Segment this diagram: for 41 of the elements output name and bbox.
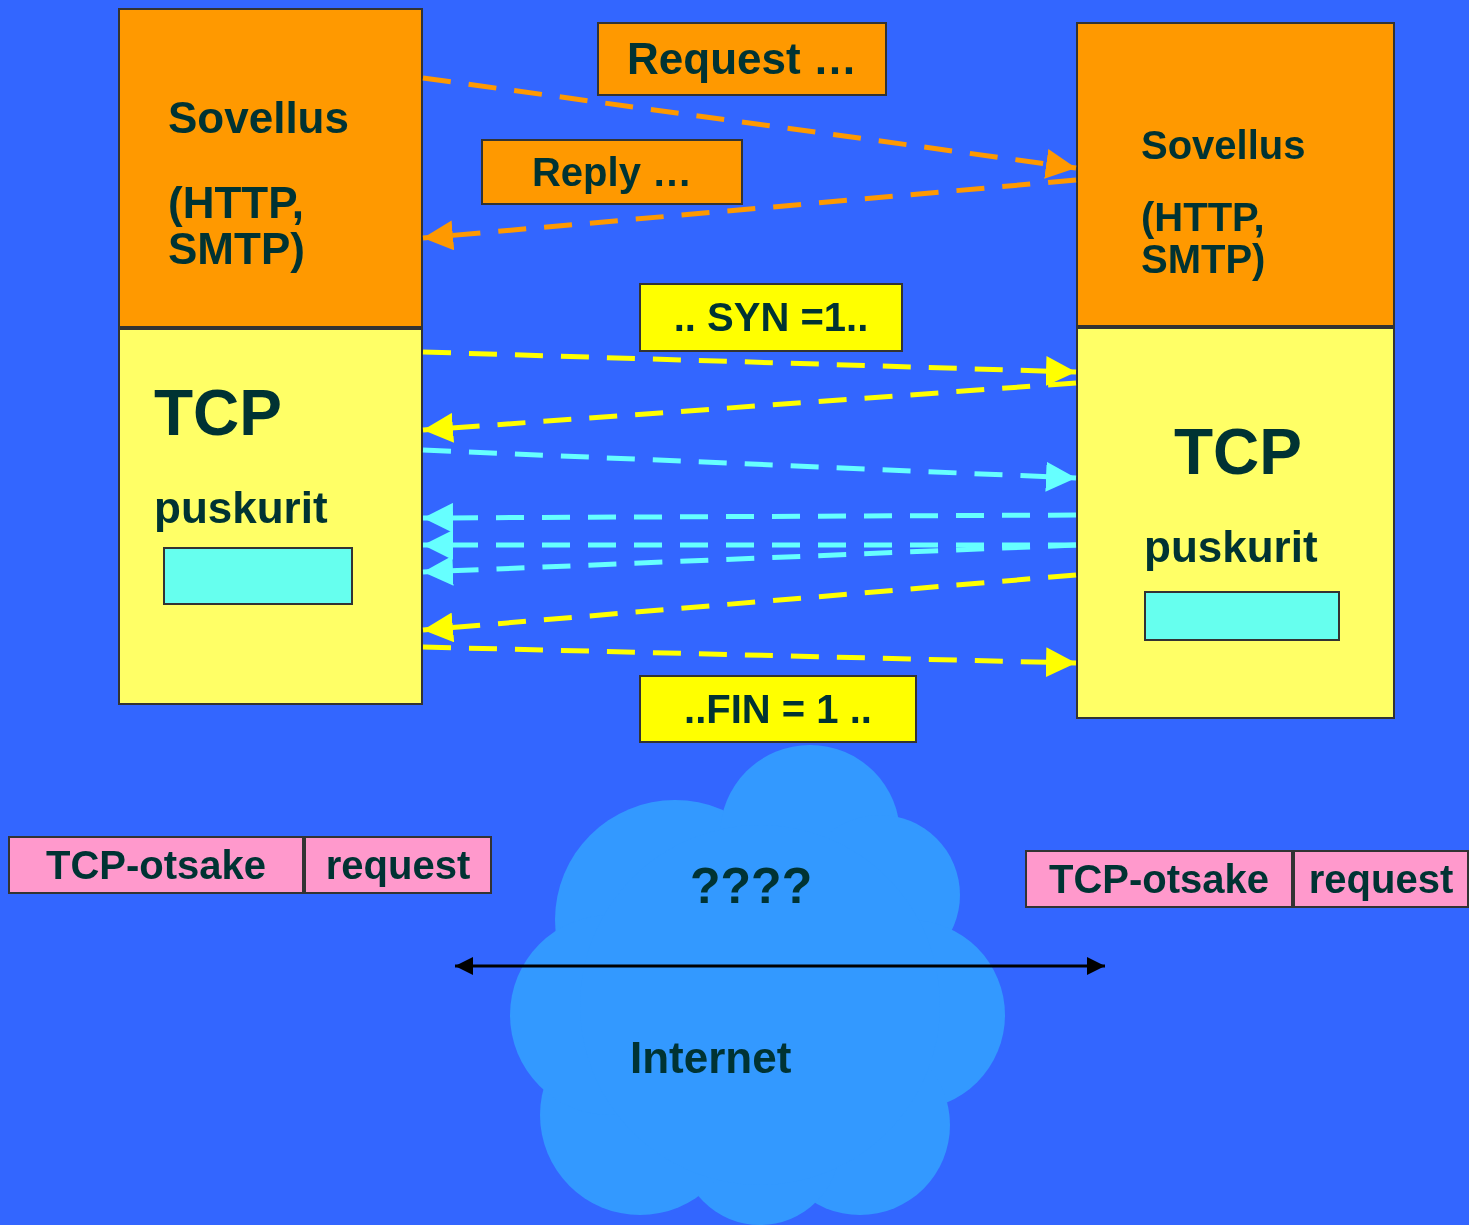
layer-subtitle: (HTTP, SMTP) xyxy=(168,180,306,273)
header-field xyxy=(1025,850,1293,908)
buffer-box xyxy=(163,547,353,605)
box-label: request xyxy=(325,842,471,888)
header-field xyxy=(8,836,304,894)
box-label: Reply … xyxy=(531,149,692,195)
dashed-arrow xyxy=(422,542,1077,586)
layer-title: Sovellus xyxy=(168,95,349,142)
cloud-label: Internet xyxy=(630,1035,792,1082)
dashed-arrow xyxy=(422,177,1077,251)
dashed-arrow xyxy=(422,75,1077,179)
layer-subtitle: puskurit xyxy=(154,485,328,532)
dashed-arrow xyxy=(422,644,1077,678)
box-label: TCP-otsake xyxy=(1048,856,1270,902)
layer-title: Sovellus xyxy=(1141,124,1306,166)
box-label: TCP-otsake xyxy=(45,842,267,888)
box-label: request xyxy=(1308,856,1454,902)
layer-title: TCP xyxy=(154,380,282,448)
cloud-text: ???? xyxy=(690,860,813,913)
layer-subtitle: puskurit xyxy=(1144,524,1318,571)
payload-field xyxy=(1293,850,1469,908)
buffer-box xyxy=(1144,591,1340,641)
layer-title: TCP xyxy=(1174,419,1302,487)
dashed-arrow xyxy=(422,447,1077,492)
application-layer-box xyxy=(118,8,423,328)
box-label: .. SYN =1.. xyxy=(673,295,869,340)
segment-label-box xyxy=(639,283,903,352)
layer-subtitle: (HTTP, SMTP) xyxy=(1141,196,1267,280)
dashed-arrow xyxy=(422,349,1077,387)
message-label-box xyxy=(597,22,887,96)
box-label: Request … xyxy=(627,34,857,84)
segment-label-box xyxy=(639,675,917,743)
transport-layer-box xyxy=(118,328,423,705)
dashed-arrow xyxy=(422,380,1077,443)
box-label: ..FIN = 1 .. xyxy=(684,686,872,732)
dashed-arrow xyxy=(423,502,1076,533)
application-layer-box xyxy=(1076,22,1395,327)
payload-field xyxy=(304,836,492,894)
message-label-box xyxy=(481,139,743,205)
transport-layer-box xyxy=(1076,327,1395,719)
dashed-arrow xyxy=(422,572,1077,643)
